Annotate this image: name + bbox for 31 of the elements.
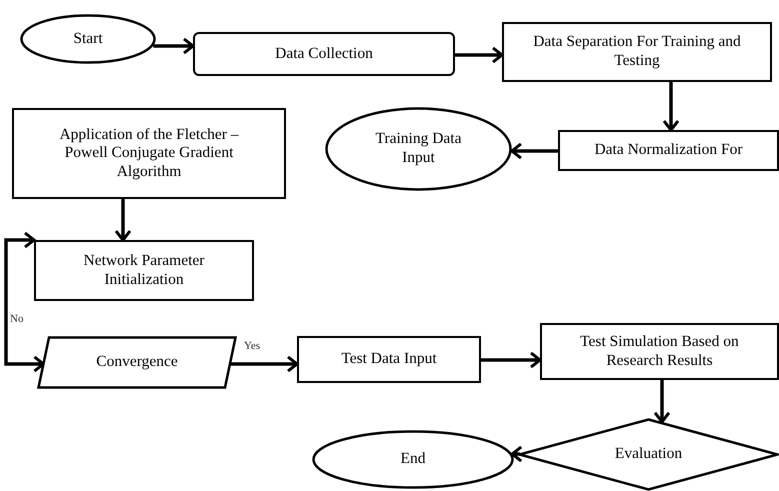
node-text: Convergence bbox=[96, 353, 178, 372]
process-box bbox=[502, 22, 772, 82]
arrow bbox=[510, 142, 558, 160]
node-text: Training Data Input bbox=[374, 130, 462, 168]
node-text: Data Separation For Training and Testing bbox=[532, 33, 742, 71]
node-text: Test Data Input bbox=[341, 350, 437, 369]
process-box bbox=[540, 323, 779, 380]
arrow bbox=[4, 232, 45, 372]
node-text: Start bbox=[73, 30, 103, 48]
node-text: Application of the Fletcher – Powell Conjugate Gradient Algorithm bbox=[58, 126, 240, 182]
node-text: Evaluation bbox=[614, 445, 682, 464]
node-text: Data Collection bbox=[275, 44, 373, 64]
arrow bbox=[455, 46, 504, 64]
node-text: End bbox=[400, 450, 426, 469]
arrow bbox=[510, 446, 523, 462]
node-text: Network Parameter Initialization bbox=[82, 252, 206, 290]
arrow bbox=[662, 82, 680, 132]
arrow bbox=[481, 352, 542, 368]
node-text: Data Normalization For bbox=[594, 141, 743, 160]
arrow bbox=[114, 199, 132, 242]
process-box bbox=[34, 240, 254, 301]
process-box bbox=[12, 108, 286, 199]
arrow bbox=[153, 38, 194, 54]
process-box bbox=[193, 32, 455, 76]
edge-label: Yes bbox=[244, 340, 260, 352]
process-box bbox=[558, 130, 779, 171]
edge-label: No bbox=[10, 313, 24, 325]
arrow bbox=[654, 380, 670, 424]
node-text: Test Simulation Based on Research Results bbox=[579, 332, 740, 370]
process-box bbox=[297, 336, 481, 383]
arrow bbox=[230, 356, 298, 372]
